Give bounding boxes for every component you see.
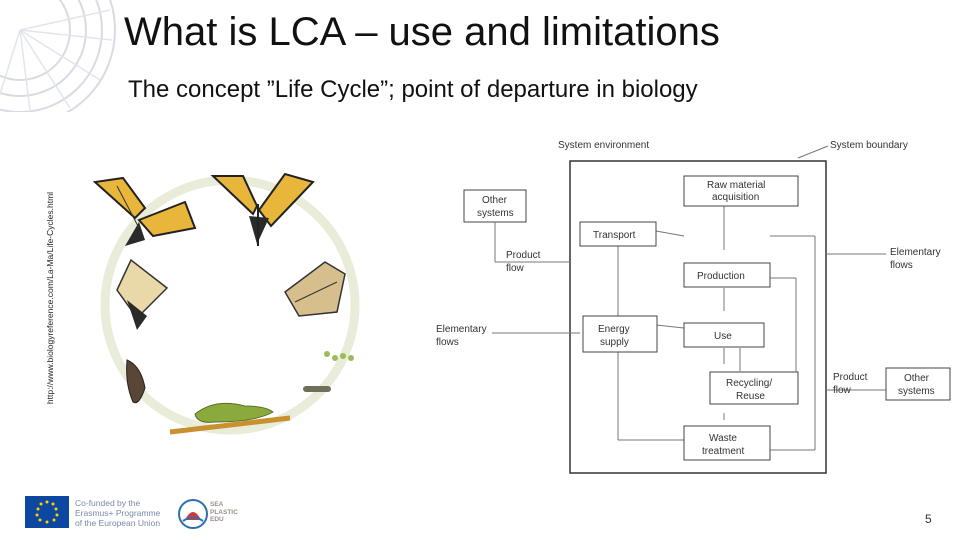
product-flow-left-line2: flow xyxy=(506,263,525,274)
footer-logos xyxy=(25,496,208,529)
other-systems-right-line2: systems xyxy=(898,386,935,397)
product-flow-right-line2: flow xyxy=(833,385,852,396)
page-number: 5 xyxy=(925,512,932,526)
waste-line2: treatment xyxy=(702,446,744,457)
product-flow-left-line1: Product xyxy=(506,250,541,261)
sea-plastic-edu-text: SEA PLASTIC EDU xyxy=(210,501,238,523)
eggs-icon xyxy=(303,351,354,392)
sea-plastic-edu-logo-icon xyxy=(178,499,208,529)
other-systems-left-line1: Other xyxy=(482,195,508,206)
source-url[interactable]: http://www.biologyreference.com/La-Ma/Li… xyxy=(45,191,55,405)
raw-material-line1: Raw material xyxy=(707,180,765,191)
energy-supply-line2: supply xyxy=(600,337,629,348)
butterfly-icon xyxy=(116,258,169,330)
product-flow-right-line1: Product xyxy=(833,372,868,383)
slide-title: What is LCA – use and limitations xyxy=(124,10,720,54)
elementary-flows-left-line2: flows xyxy=(436,337,459,348)
butterfly-icon xyxy=(284,261,346,317)
system-boundary-label: System boundary xyxy=(830,140,908,151)
butterfly-life-cycle-image xyxy=(92,172,360,435)
energy-supply-line1: Energy xyxy=(598,324,630,335)
university-seal-watermark xyxy=(0,0,116,112)
elementary-flows-right-line1: Elementary xyxy=(890,247,941,258)
system-environment-label: System environment xyxy=(558,140,649,151)
chrysalis-icon xyxy=(126,359,146,404)
production-label: Production xyxy=(697,271,745,282)
raw-material-line2: acquisition xyxy=(712,192,759,203)
slide-subtitle: The concept ”Life Cycle”; point of depar… xyxy=(128,76,698,103)
caterpillar-icon xyxy=(169,402,291,435)
butterfly-icon xyxy=(92,176,197,246)
eu-flag-icon xyxy=(25,496,69,528)
recycling-line2: Reuse xyxy=(736,391,765,402)
use-label: Use xyxy=(714,331,732,342)
elementary-flows-right-line2: flows xyxy=(890,260,913,271)
other-systems-left-line2: systems xyxy=(477,208,514,219)
transport-label: Transport xyxy=(593,230,636,241)
lca-system-diagram: System environment System boundary Other… xyxy=(436,140,951,474)
recycling-line1: Recycling/ xyxy=(726,378,772,389)
butterfly-icon xyxy=(210,172,315,246)
waste-line1: Waste xyxy=(709,433,737,444)
elementary-flows-left-line1: Elementary xyxy=(436,324,487,335)
eu-cofunded-text: Co-funded by the Erasmus+ Programme of t… xyxy=(75,498,161,528)
other-systems-right-line1: Other xyxy=(904,373,930,384)
